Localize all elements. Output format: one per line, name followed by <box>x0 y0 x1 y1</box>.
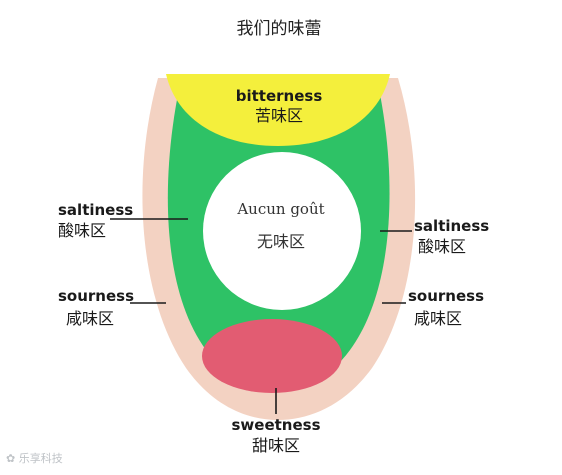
saltiness-right-label-zh: 酸味区 <box>418 237 467 256</box>
no-taste-label-zh: 无味区 <box>256 232 306 251</box>
diagram-title: 我们的味蕾 <box>236 19 322 39</box>
saltiness-left-label-zh: 酸味区 <box>58 221 107 240</box>
bitterness-zone <box>166 74 390 146</box>
sweetness-label-en: sweetness <box>231 416 321 434</box>
sweetness-label-zh: 甜味区 <box>251 436 301 455</box>
no-taste-label-fr: Aucun goût <box>237 200 325 218</box>
watermark: ✿ 乐享科技 <box>6 453 63 464</box>
watermark-icon: ✿ <box>6 452 16 465</box>
sourness-left-label-zh: 咸味区 <box>66 309 115 328</box>
no-taste-zone <box>203 152 361 310</box>
watermark-text: 乐享科技 <box>18 452 63 465</box>
sourness-right-label-en: sourness <box>408 287 485 305</box>
sourness-right-label-zh: 咸味区 <box>414 309 463 328</box>
bitterness-label-en: bitterness <box>235 87 323 105</box>
bitterness-label-zh: 苦味区 <box>254 106 304 125</box>
sweetness-zone <box>202 319 342 393</box>
saltiness-right-label-en: saltiness <box>414 217 490 235</box>
saltiness-left-label-en: saltiness <box>58 201 134 219</box>
sourness-left-label-en: sourness <box>58 287 135 305</box>
